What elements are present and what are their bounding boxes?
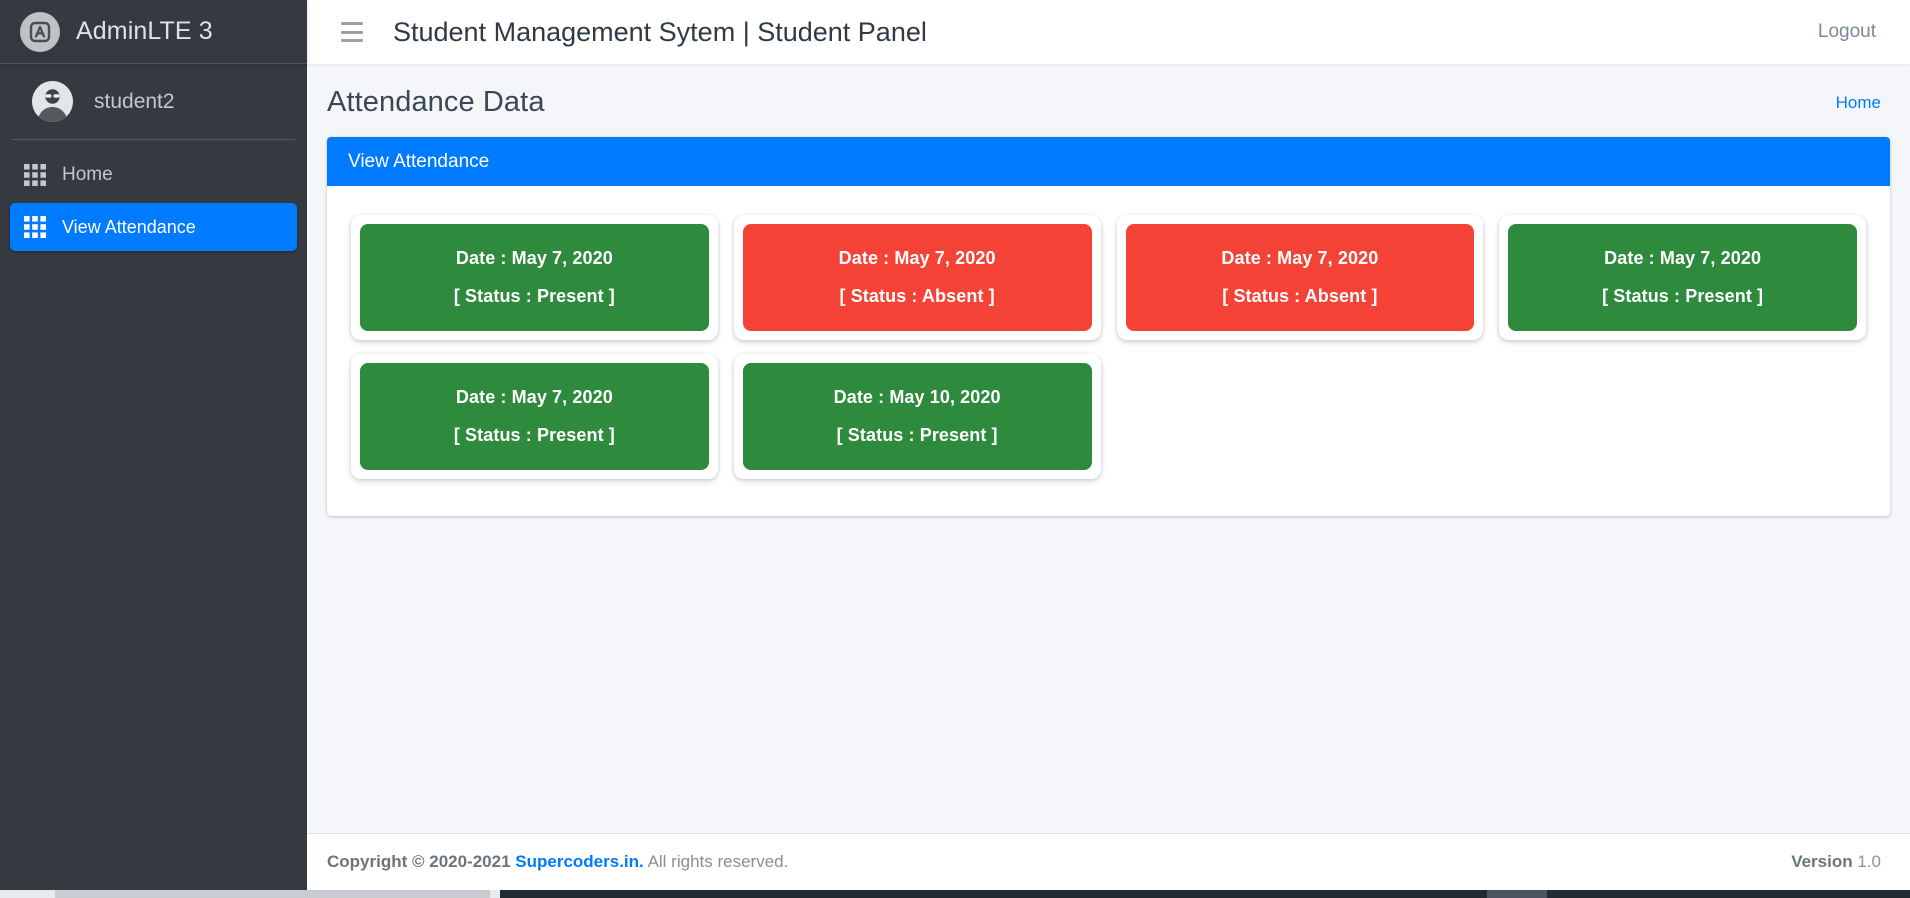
- sidebar: AdminLTE 3 student2: [0, 0, 307, 890]
- th-grid-icon: [24, 164, 46, 186]
- card-header: View Attendance: [327, 137, 1890, 186]
- attendance-date: Date : May 7, 2020: [455, 387, 613, 407]
- attendance-date: Date : May 7, 2020: [455, 248, 613, 268]
- attendance-date: Date : May 7, 2020: [1604, 248, 1762, 268]
- adminlte-logo-icon: [20, 11, 60, 52]
- attendance-status: [ Status : Present ]: [836, 425, 998, 445]
- attendance-tile[interactable]: Date : May 7, 2020 [ Status : Present ]: [360, 363, 709, 470]
- breadcrumb: Home: [1836, 93, 1881, 113]
- attendance-tile-wrapper: Date : May 7, 2020 [ Status : Absent ]: [1116, 215, 1484, 340]
- avatar: [32, 81, 73, 122]
- content: View Attendance Date : May 7, 2020 [ Sta…: [307, 137, 1910, 516]
- brand-title: AdminLTE 3: [76, 17, 213, 45]
- th-grid-icon: [24, 216, 46, 238]
- scrollbar-thumb[interactable]: [55, 890, 490, 898]
- sidebar-item-view-attendance[interactable]: View Attendance: [10, 203, 297, 251]
- attendance-tile-col: Date : May 7, 2020 [ Status : Absent ]: [726, 208, 1109, 347]
- attendance-status: [ Status : Absent ]: [1222, 286, 1378, 306]
- attendance-tile-wrapper: Date : May 7, 2020 [ Status : Present ]: [351, 354, 718, 479]
- attendance-tile[interactable]: Date : May 7, 2020 [ Status : Present ]: [360, 224, 709, 331]
- footer-rights: All rights reserved.: [647, 852, 789, 871]
- page-header-title: Student Management Sytem | Student Panel: [393, 16, 927, 47]
- attendance-status: [ Status : Present ]: [453, 286, 615, 306]
- scrollbar-thumb-secondary[interactable]: [1487, 890, 1547, 898]
- footer-version-label: Version: [1791, 852, 1853, 871]
- attendance-tile-col: Date : May 7, 2020 [ Status : Present ]: [1491, 208, 1874, 347]
- logout-button[interactable]: Logout: [1817, 21, 1876, 42]
- footer-version-number: 1.0: [1857, 852, 1881, 871]
- header-right: Logout: [1818, 21, 1886, 43]
- attendance-tile-col: Date : May 7, 2020 [ Status : Present ]: [343, 347, 726, 486]
- content-header: Attendance Data Home: [307, 64, 1910, 137]
- attendance-tile-wrapper: Date : May 7, 2020 [ Status : Present ]: [1499, 215, 1866, 340]
- attendance-card: View Attendance Date : May 7, 2020 [ Sta…: [327, 137, 1890, 516]
- sidebar-nav: Home View Attendance: [0, 140, 307, 251]
- page-title: Attendance Data: [327, 86, 545, 118]
- hamburger-icon[interactable]: [341, 22, 363, 42]
- attendance-tile-col: Date : May 10, 2020 [ Status : Present ]: [726, 347, 1109, 486]
- footer-company-link[interactable]: Supercoders.in.: [515, 852, 644, 871]
- card-body: Date : May 7, 2020 [ Status : Present ] …: [327, 186, 1890, 516]
- attendance-tile-wrapper: Date : May 7, 2020 [ Status : Absent ]: [733, 215, 1101, 340]
- main-footer: Copyright © 2020-2021 Supercoders.in. Al…: [307, 833, 1910, 890]
- footer-copyright-prefix: Copyright © 2020-2021: [327, 852, 511, 871]
- card-header-title: View Attendance: [348, 150, 490, 172]
- content-wrapper: Student Management Sytem | Student Panel…: [307, 0, 1910, 890]
- horizontal-scrollbar[interactable]: [0, 890, 1910, 898]
- attendance-date: Date : May 7, 2020: [1221, 248, 1379, 268]
- sidebar-item-label: Home: [62, 164, 113, 185]
- attendance-tile-wrapper: Date : May 7, 2020 [ Status : Present ]: [351, 215, 718, 340]
- attendance-date: Date : May 10, 2020: [833, 387, 1001, 407]
- attendance-tile-col: Date : May 7, 2020 [ Status : Absent ]: [1109, 208, 1492, 347]
- attendance-status: [ Status : Present ]: [1602, 286, 1764, 306]
- attendance-tile[interactable]: Date : May 10, 2020 [ Status : Present ]: [742, 363, 1092, 470]
- main-header: Student Management Sytem | Student Panel…: [307, 0, 1910, 64]
- attendance-status: [ Status : Present ]: [453, 425, 615, 445]
- footer-copyright: Copyright © 2020-2021 Supercoders.in. Al…: [327, 852, 788, 872]
- sidebar-item-home[interactable]: Home: [10, 151, 297, 199]
- breadcrumb-item-home[interactable]: Home: [1835, 92, 1881, 112]
- attendance-tile-wrapper: Date : May 10, 2020 [ Status : Present ]: [733, 354, 1101, 479]
- sidebar-item-label: View Attendance: [62, 216, 196, 237]
- attendance-tile-col: Date : May 7, 2020 [ Status : Present ]: [343, 208, 726, 347]
- user-name: student2: [94, 89, 175, 113]
- footer-version: Version 1.0: [1791, 852, 1881, 872]
- attendance-tile[interactable]: Date : May 7, 2020 [ Status : Absent ]: [742, 224, 1092, 331]
- attendance-date: Date : May 7, 2020: [838, 248, 996, 268]
- attendance-tile[interactable]: Date : May 7, 2020 [ Status : Absent ]: [1125, 224, 1475, 331]
- brand-header[interactable]: AdminLTE 3: [0, 0, 307, 64]
- attendance-tile[interactable]: Date : May 7, 2020 [ Status : Present ]: [1508, 224, 1857, 331]
- attendance-status: [ Status : Absent ]: [839, 286, 995, 306]
- user-panel[interactable]: student2: [12, 64, 295, 140]
